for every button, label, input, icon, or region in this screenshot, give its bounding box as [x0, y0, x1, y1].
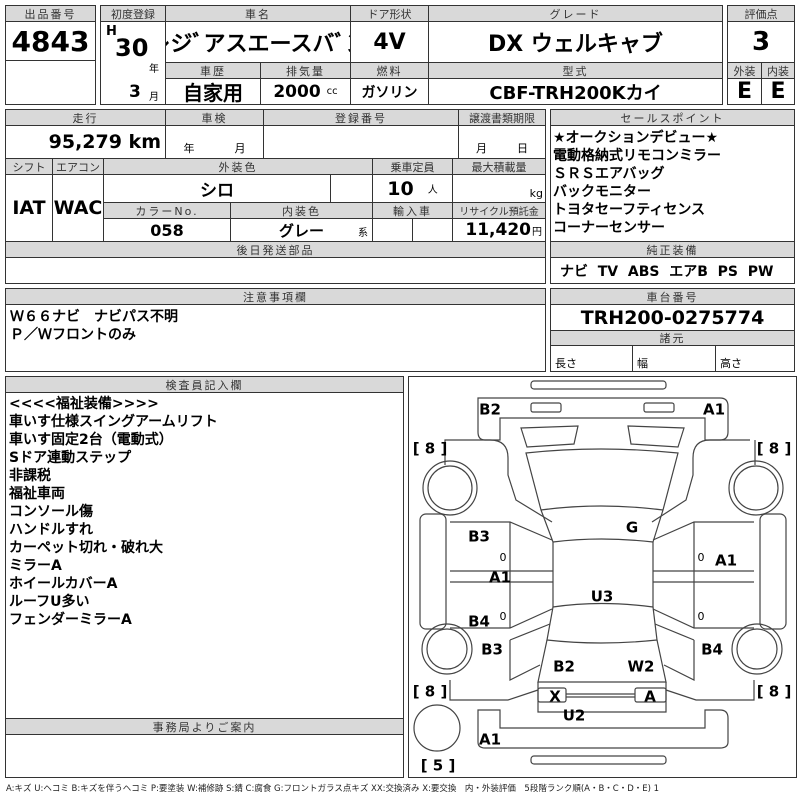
capacity-label: 乗車定員	[372, 158, 453, 175]
sales-point: ＳＲＳエアバッグ	[553, 166, 665, 182]
spare-tire-tread: [ 5 ]	[421, 757, 456, 775]
interior-grade: E	[761, 78, 795, 105]
inspector-line: 車いす仕様スイングアームリフト	[9, 414, 218, 430]
damage-mark: U2	[563, 707, 586, 725]
specs-label: 諸元	[550, 330, 795, 346]
sales-point: バックモニター	[553, 184, 651, 200]
inspector-line: 車いす固定2台（電動式）	[9, 432, 173, 448]
inspector-line: カーペット切れ・破れ大	[9, 540, 163, 556]
inspector-line: コンソール傷	[9, 504, 93, 520]
inspector-line: フェンダーミラーA	[9, 612, 132, 628]
office-label: 事務局よりご案内	[5, 718, 404, 735]
transfer-label: 譲渡書類期限	[458, 109, 546, 126]
sales-points-list: ★オークションデビュー★ 電動格納式リモコンミラー ＳＲＳエアバッグ バックモニ…	[553, 129, 721, 237]
sales-point: コーナーセンサー	[553, 220, 665, 236]
inspector-line: ルーフU多い	[9, 594, 90, 610]
damage-mark: B2	[553, 658, 575, 676]
year-unit: 年	[149, 64, 159, 75]
inspector-line: <<<<福祉装備>>>>	[9, 396, 159, 412]
lot-number: 4843	[5, 21, 96, 61]
damage-mark: G	[626, 519, 638, 537]
car-outline	[413, 380, 787, 765]
note-line: Ｗ６６ナビ ナビパス不明	[10, 309, 178, 325]
reg-year: 30	[115, 34, 149, 62]
door-label: ドア形状	[350, 5, 429, 22]
month-unit: 月	[149, 92, 159, 103]
damage-mark: A1	[489, 569, 511, 587]
damage-mark: B3	[468, 528, 490, 546]
tire-tread: [ 8 ]	[413, 440, 448, 458]
model-code: CBF-TRH200Kカイ	[428, 78, 723, 105]
equipment: ナビ TV ABS エアB PS PW	[560, 264, 774, 280]
damage-mark: B2	[479, 401, 501, 419]
later-parts-label: 後日発送部品	[5, 241, 546, 258]
damage-mark: X	[549, 688, 561, 706]
damage-diagram-box	[408, 376, 797, 778]
damage-mark: A1	[715, 552, 737, 570]
inspector-line: Sドア連動ステップ	[9, 450, 132, 466]
damage-mark: U3	[591, 588, 614, 606]
grade-label: グレード	[428, 5, 723, 22]
spec-height: 高さ	[715, 345, 795, 372]
inspector-line: 非課税	[9, 468, 51, 484]
damage-mark: A1	[479, 731, 501, 749]
legend: A:キズ U:ヘコミ B:キズを伴うヘコミ P:要塗装 W:補修跡 S:錆 C:…	[6, 784, 660, 794]
inspector-line: ミラーA	[9, 558, 62, 574]
inspector-line: ハンドルすれ	[9, 522, 93, 538]
reg-month: 3	[129, 82, 141, 102]
note-line: Ｐ／Ｗフロントのみ	[10, 327, 136, 343]
damage-mark: A1	[703, 401, 725, 419]
tire-tread: [ 8 ]	[757, 440, 792, 458]
damage-mark: A	[644, 688, 656, 706]
sales-point: 電動格納式リモコンミラー	[553, 148, 721, 164]
damage-mark: B4	[468, 613, 490, 631]
shift-label: シフト	[5, 158, 53, 175]
car-name: レジﾞアスエースバﾞン	[165, 21, 351, 63]
zero-mark: 0	[698, 610, 705, 623]
inspector-line: ホイールカバーA	[9, 576, 118, 592]
inspector-label: 検査員記入欄	[5, 376, 404, 393]
ac-label: エアコン	[52, 158, 104, 175]
zero-mark: 0	[500, 551, 507, 564]
damage-mark: W2	[628, 658, 655, 676]
inspector-notes: <<<<福祉装備>>>> 車いす仕様スイングアームリフト 車いす固定2台（電動式…	[9, 395, 218, 629]
exterior-label: 外装	[727, 62, 762, 79]
damage-mark: B3	[481, 641, 503, 659]
sales-point: トヨタセーフティセンス	[553, 202, 706, 218]
zero-mark: 0	[698, 551, 705, 564]
inspector-line: 福祉車両	[9, 486, 65, 502]
tire-tread: [ 8 ]	[413, 683, 448, 701]
zero-mark: 0	[500, 610, 507, 623]
sales-point: ★オークションデビュー★	[553, 130, 719, 146]
tire-tread: [ 8 ]	[757, 683, 792, 701]
equipment-label: 純正装備	[550, 241, 795, 258]
notes-label: 注意事項欄	[5, 288, 546, 305]
sales-points-label: セールスポイント	[550, 109, 795, 126]
damage-mark: B4	[701, 641, 723, 659]
notes-list: Ｗ６６ナビ ナビパス不明 Ｐ／Ｗフロントのみ	[10, 308, 178, 344]
era: H	[106, 24, 117, 39]
